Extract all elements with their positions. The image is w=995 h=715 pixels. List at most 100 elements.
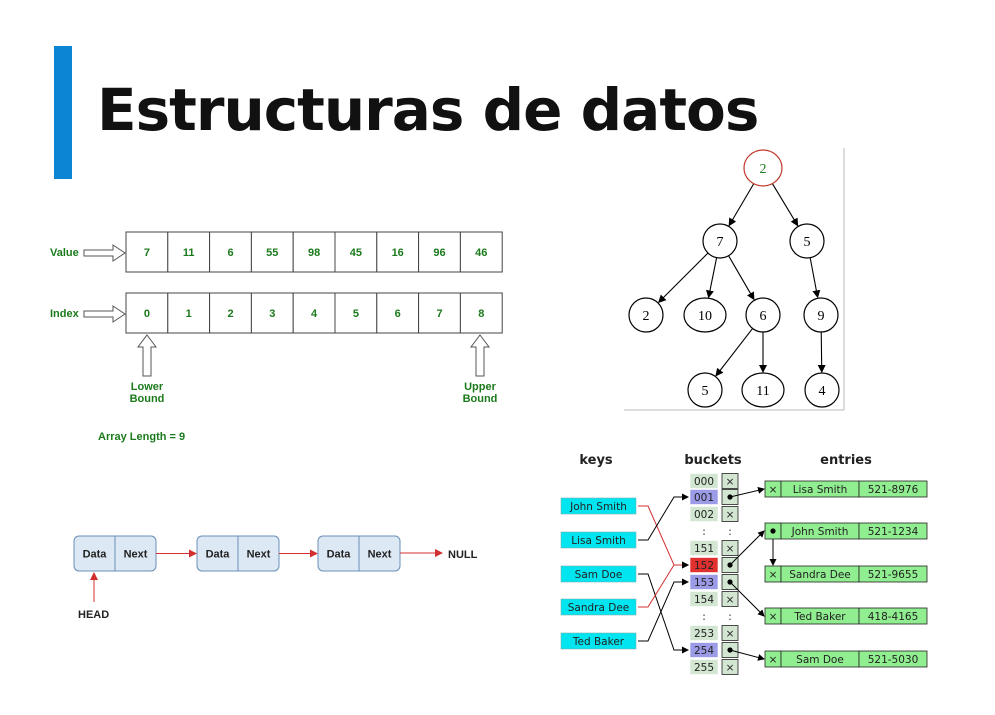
bucket-index-box — [689, 659, 719, 675]
ll-head-label: HEAD — [78, 609, 109, 621]
entry-mark: × — [769, 569, 778, 581]
hash-chain-arrow — [729, 581, 765, 617]
array-index-cell: 3 — [269, 308, 275, 320]
array-value-cell: 96 — [433, 247, 445, 259]
tree-node — [683, 297, 727, 333]
array-index-cell-box — [292, 292, 336, 334]
tree-edge — [809, 257, 821, 299]
array-value-cell-box — [209, 231, 252, 273]
array-value-cell: 6 — [227, 247, 233, 259]
tree-node-label: 2 — [643, 309, 650, 324]
tree-node-label: 11 — [756, 384, 769, 399]
tree-node — [702, 223, 738, 259]
entry-phone: 521-5030 — [868, 654, 919, 666]
hash-key: Sam Doe — [575, 569, 623, 581]
bucket-pointer-box — [721, 625, 739, 641]
hash-key-box — [560, 565, 637, 583]
array-index-cell: 8 — [478, 308, 484, 320]
tree-edge — [706, 257, 718, 299]
ll-node-next-label: Next — [368, 549, 392, 561]
entry-phone: 521-8976 — [868, 484, 919, 496]
tree-node — [687, 372, 723, 408]
lower-bound-label-1: Lower — [131, 381, 164, 393]
tree-node — [789, 223, 825, 259]
bucket-ellipsis: : — [728, 611, 732, 623]
entry-phone-box — [858, 607, 928, 625]
bucket-index: 152 — [694, 560, 714, 572]
tree-node-label: 5 — [702, 384, 709, 399]
ll-node-next-label: Next — [124, 549, 148, 561]
bucket-mark: × — [726, 662, 735, 674]
bucket-index: 000 — [694, 476, 714, 488]
tree-edge — [728, 255, 755, 301]
array-index-cell: 7 — [436, 308, 442, 320]
hash-key-box — [560, 632, 637, 650]
entry-phone-box — [858, 480, 928, 498]
entry-name: Lisa Smith — [793, 484, 848, 496]
ll-null-label: NULL — [448, 549, 478, 561]
bucket-ellipsis: : — [728, 526, 732, 538]
entry-mark: × — [769, 611, 778, 623]
tree-node-label: 9 — [818, 309, 825, 324]
hash-buckets-header: buckets — [684, 453, 742, 468]
tree-edge — [715, 328, 754, 377]
bucket-pointer-box — [721, 540, 739, 556]
bucket-index-box — [689, 574, 719, 590]
tree-node-label: 2 — [760, 162, 767, 177]
array-index-cell: 6 — [395, 308, 401, 320]
array-index-cell: 1 — [186, 308, 192, 320]
tree-node — [745, 297, 781, 333]
array-value-cell-box — [459, 231, 503, 273]
index-pointer-arrow — [83, 305, 126, 323]
hash-key-box — [560, 598, 637, 616]
tree-node — [741, 372, 785, 408]
upper-bound-label-2: Bound — [463, 393, 498, 405]
tree-node-label: 4 — [819, 384, 826, 399]
bucket-index: 255 — [694, 662, 714, 674]
bucket-index-box — [689, 473, 719, 489]
tree-edges — [658, 183, 826, 377]
entry-name: John Smith — [791, 526, 849, 538]
bucket-index: 001 — [694, 492, 714, 504]
entry-phone: 521-9655 — [868, 569, 919, 581]
array-index-cell-box — [167, 292, 211, 334]
hash-chain-links — [729, 486, 777, 661]
array-value-cell-box — [125, 231, 169, 273]
bucket-index: 254 — [694, 645, 714, 657]
array-index-cell-box — [125, 292, 169, 334]
bucket-index: 151 — [694, 543, 714, 555]
ll-node-data-label: Data — [83, 549, 108, 561]
title-accent-bar — [54, 46, 72, 179]
tree-edge — [771, 183, 799, 227]
array-value-cell: 11 — [183, 247, 195, 259]
tree-node — [803, 297, 839, 333]
hash-mapping-line — [638, 493, 689, 541]
bucket-pointer-box — [721, 506, 739, 522]
bucket-mark: × — [726, 543, 735, 555]
hash-chain-arrow — [729, 530, 765, 566]
bucket-mark: × — [726, 476, 735, 488]
entry-name: Sam Doe — [796, 654, 844, 666]
bucket-index-box — [689, 540, 719, 556]
hash-chain-arrow — [729, 649, 765, 661]
bucket-index: 002 — [694, 509, 714, 521]
bucket-ellipsis: : — [702, 611, 706, 623]
entry-name: Ted Baker — [793, 611, 846, 623]
ll-node-data-label: Data — [206, 549, 231, 561]
tree-node-label: 6 — [760, 309, 767, 324]
array-index-cell-box — [459, 292, 503, 334]
entry-phone-box — [858, 522, 928, 540]
value-pointer-arrow — [83, 244, 126, 262]
array-index-cell-box — [376, 292, 420, 334]
hash-buckets: 000×001•002×::151×152•153•154×::253×254•… — [689, 473, 739, 675]
array-value-cell-box — [292, 231, 336, 273]
tree-node-label: 7 — [717, 235, 724, 250]
array-value-cell: 16 — [392, 247, 404, 259]
